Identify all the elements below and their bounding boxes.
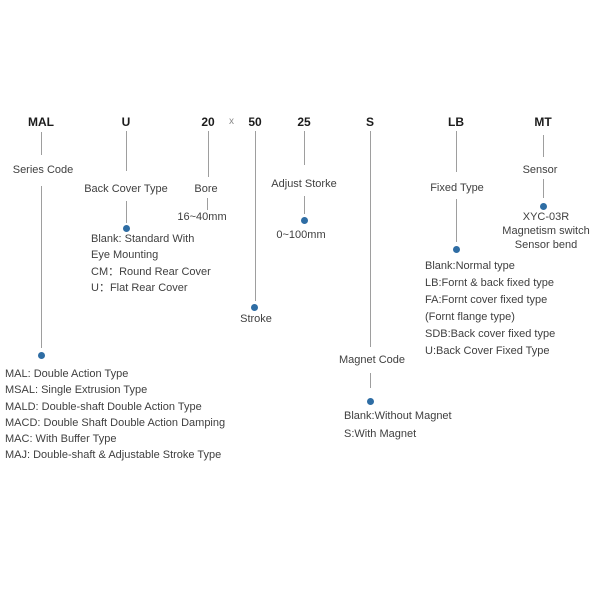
back-cover-connector-top (126, 131, 127, 171)
code-back-cover: U (121, 115, 131, 129)
code-magnet: S (365, 115, 374, 129)
magnet-option: S:With Magnet (344, 427, 417, 440)
fixed-type-connector-top (456, 131, 457, 172)
magnet-option: Blank:Without Magnet (344, 410, 452, 422)
code-sensor: MT (534, 115, 552, 129)
series-label: Series Code (12, 164, 74, 176)
bore-label: Bore (194, 183, 218, 195)
magnet-options-list: Blank:Without Magnet S:With Magnet (344, 408, 452, 443)
bore-connector-bottom (207, 198, 208, 210)
sensor-label: Sensor (522, 164, 558, 176)
back-cover-connector-bottom (126, 201, 127, 223)
sensor-option: Magnetism switch (502, 224, 590, 237)
series-options-list: MAL: Double Action Type MSAL: Single Ext… (5, 366, 225, 464)
code-series: MAL (28, 115, 54, 129)
adjust-stroke-dot (301, 217, 308, 224)
magnet-connector-bottom (370, 373, 371, 388)
adjust-stroke-connector-bottom (304, 196, 305, 214)
fixed-type-option: U:Back Cover Fixed Type (425, 345, 550, 357)
multiply-separator: x (229, 116, 234, 127)
series-connector-top (41, 132, 42, 155)
magnet-dot (367, 398, 374, 405)
fixed-type-connector-bottom (456, 199, 457, 242)
sensor-options-list: XYC-03R Magnetism switch Sensor bend (502, 211, 589, 252)
sensor-option: Sensor bend (514, 238, 578, 251)
series-option: MALD: Double-shaft Double Action Type (5, 400, 202, 413)
bore-range: 16~40mm (177, 211, 227, 223)
adjust-stroke-connector-top (304, 131, 305, 165)
series-option: MSAL: Single Extrusion Type (5, 384, 148, 397)
fixed-type-options-list: Blank:Normal type LB:Fornt & back fixed … (425, 258, 555, 360)
back-cover-option: CM：Round Rear Cover (91, 265, 211, 278)
fixed-type-option: LB:Fornt & back fixed type (425, 277, 555, 289)
fixed-type-dot (453, 246, 460, 253)
stroke-label: Stroke (240, 313, 272, 325)
code-fixed-type: LB (448, 115, 464, 129)
code-adjust-stroke: 25 (297, 115, 311, 129)
back-cover-label: Back Cover Type (84, 183, 168, 195)
adjust-stroke-label: Adjust Storke (271, 178, 337, 190)
series-dot (38, 352, 45, 359)
fixed-type-option: (Fornt flange type) (425, 311, 515, 323)
fixed-type-option: Blank:Normal type (425, 260, 515, 272)
sensor-option: XYC-03R (522, 211, 570, 223)
back-cover-options-list: Blank: Standard With Eye Mounting CM：Rou… (91, 231, 211, 296)
series-option: MAJ: Double-shaft & Adjustable Stroke Ty… (5, 449, 222, 462)
bore-connector-top (208, 131, 209, 177)
stroke-connector (255, 131, 256, 301)
series-connector-bottom (41, 186, 42, 348)
fixed-type-option: FA:Fornt cover fixed type (425, 294, 548, 306)
stroke-dot (251, 304, 258, 311)
series-option: MAL: Double Action Type (5, 368, 129, 380)
back-cover-option: U：Flat Rear Cover (91, 281, 188, 294)
back-cover-option: Eye Mounting (91, 249, 159, 262)
series-option: MACD: Double Shaft Double Action Damping (5, 416, 226, 429)
adjust-stroke-range: 0~100mm (276, 229, 326, 241)
sensor-dot (540, 203, 547, 210)
code-bore: 20 (201, 115, 215, 129)
fixed-type-option: SDB:Back cover fixed type (425, 328, 556, 340)
fixed-type-label: Fixed Type (430, 182, 484, 194)
back-cover-option: Blank: Standard With (91, 233, 195, 245)
magnet-label: Magnet Code (338, 354, 406, 366)
code-stroke: 50 (248, 115, 262, 129)
back-cover-dot (123, 225, 130, 232)
series-option: MAC: With Buffer Type (5, 433, 117, 446)
sensor-connector-bottom (543, 179, 544, 198)
sensor-connector-top (543, 135, 544, 157)
magnet-connector-top (370, 131, 371, 347)
